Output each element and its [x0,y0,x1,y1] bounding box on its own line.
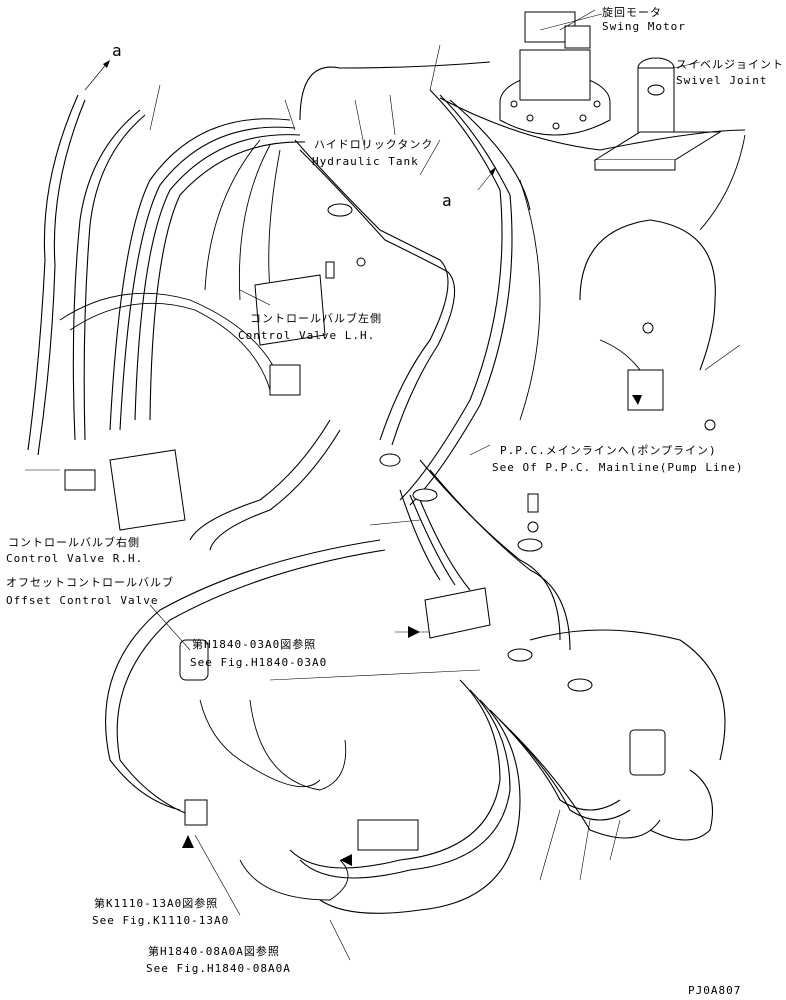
valve-parts [64,203,716,851]
fig-k1110-13a0-ref-en: See Fig.K1110-13A0 [92,914,230,927]
swing-motor-label-jp: 旋回モータ [602,6,662,19]
marker-a-left: a [112,41,122,60]
swivel-joint-drawing [593,57,722,171]
offset-valve-label-jp: オフセットコントロールバルブ [6,576,174,589]
swivel-joint-label-en: Swivel Joint [676,74,768,87]
ppc-mainline-label-jp: P.P.C.メインラインへ(ポンプライン) [500,444,717,457]
fig-h1840-08a0a-ref-en: See Fig.H1840-08A0A [146,962,291,975]
swing-motor-drawing [499,11,611,136]
control-valve-rh-label-jp: コントロールバルブ右側 [8,536,140,549]
control-valve-lh-label-jp: コントロールバルブ左側 [250,312,382,325]
control-valve-lh-label-en: Control Valve L.H. [238,329,376,342]
control-valve-rh-label-en: Control Valve R.H. [6,552,144,565]
hydraulic-tank-label-jp: ハイドロリックタンク [314,138,434,151]
fig-h1840-03a0-ref-jp: 第H1840-03A0図参照 [192,638,317,651]
ppc-mainline-label-en: See Of P.P.C. Mainline(Pump Line) [492,461,744,474]
hose-bundles [27,61,746,914]
fig-h1840-08a0a-ref-jp: 第H1840-08A0A図参照 [148,945,280,958]
leader-lines [25,9,741,961]
arrow-markers [84,60,642,866]
fig-k1110-13a0-ref-jp: 第K1110-13A0図参照 [94,897,219,910]
fig-h1840-03a0-ref-en: See Fig.H1840-03A0 [190,656,328,669]
swivel-joint-label-jp: スイベルジョイント [676,58,784,71]
marker-a-center: a [442,191,452,210]
drawing-code: PJ0A807 [688,984,742,997]
hydraulic-tank-label-en: Hydraulic Tank [312,155,419,168]
offset-valve-label-en: Offset Control Valve [6,594,159,607]
swing-motor-label-en: Swing Motor [602,20,686,33]
